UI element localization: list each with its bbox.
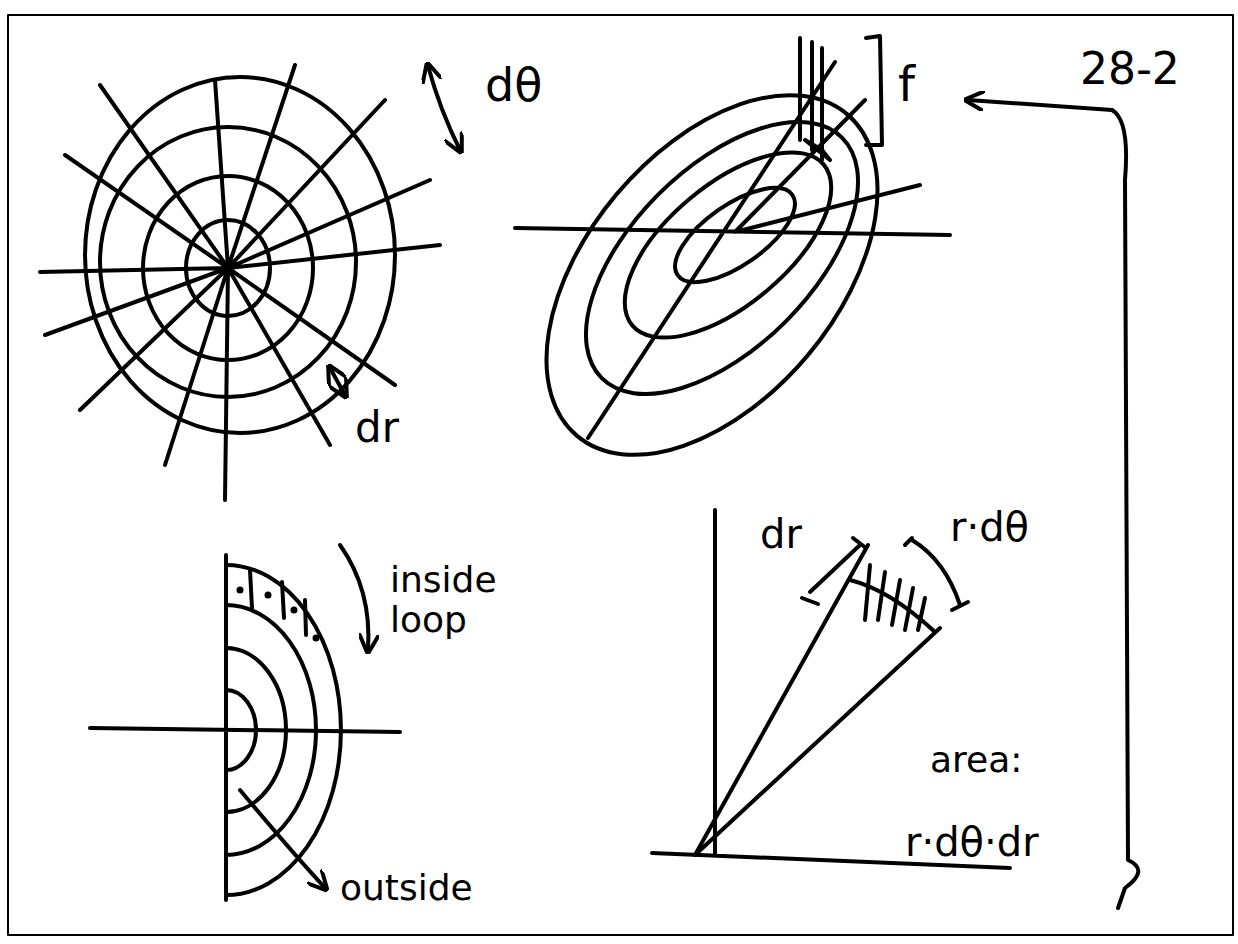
sketch-label: 28-2 (1080, 45, 1180, 93)
dr-arrow (330, 368, 345, 395)
frame (8, 15, 1233, 935)
outside-arrow (240, 790, 325, 888)
inside-arrow (340, 545, 368, 650)
polar-grid (40, 65, 440, 500)
sketch-label: outside (340, 868, 473, 908)
sketch-label: dr (760, 512, 802, 556)
sketch-label: f (898, 58, 915, 111)
sketch-label: r·dθ (950, 505, 1029, 549)
polar-sector (652, 510, 1010, 868)
sketch-label: inside loop (390, 560, 520, 639)
link-arrow (968, 100, 1112, 110)
bracket (1112, 110, 1138, 908)
sketch-label: dθ (485, 60, 542, 111)
half-rings (90, 555, 400, 900)
dtheta-arrow (428, 66, 460, 150)
sketch-label: area: (930, 740, 1022, 780)
contour-plot (481, 34, 950, 516)
sketch-label: dr (355, 405, 399, 451)
sketch-label: r·dθ·dr (905, 820, 1039, 864)
